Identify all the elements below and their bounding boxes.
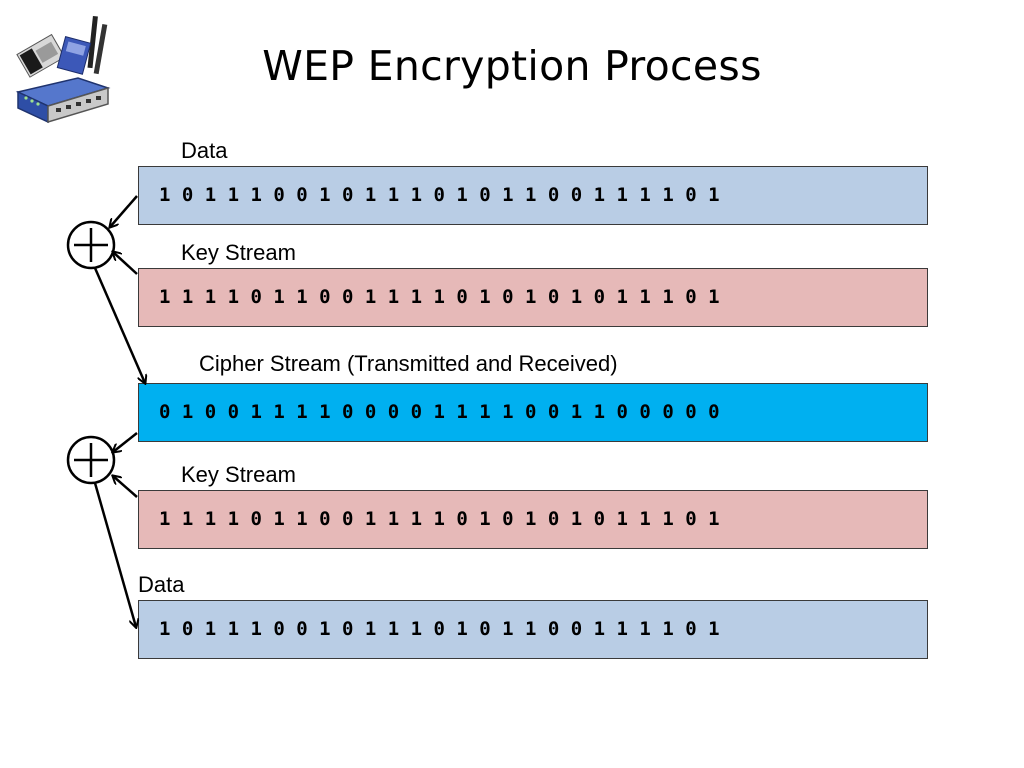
arrow-cipher-to-xor-bottom (113, 432, 138, 452)
cipher-stream-label: Cipher Stream (Transmitted and Received) (199, 351, 618, 376)
data-bottom-bar: 1 0 1 1 1 0 0 1 0 1 1 1 0 1 0 1 1 0 0 1 … (138, 600, 928, 659)
xor-top-icon (66, 220, 116, 270)
data-bottom-label: Data (138, 572, 185, 597)
data-top-label: Data (181, 138, 228, 163)
arrow-key-to-xor-top (113, 252, 138, 275)
cipher-stream-bar: 0 1 0 0 1 1 1 1 0 0 0 0 1 1 1 1 0 0 1 1 … (138, 383, 928, 442)
slide-title: WEP Encryption Process (262, 42, 762, 90)
key-stream-top-bar: 1 1 1 1 0 1 1 0 0 1 1 1 1 0 1 0 1 0 1 0 … (138, 268, 928, 327)
cipher-stream-bits: 0 1 0 0 1 1 1 1 0 0 0 0 1 1 1 1 0 0 1 1 … (159, 401, 720, 423)
xor-bottom-icon (66, 435, 116, 485)
arrow-data-to-xor-top (110, 195, 138, 227)
arrow-xor-bottom-to-data (93, 482, 136, 627)
key-stream-bottom-bar: 1 1 1 1 0 1 1 0 0 1 1 1 1 0 1 0 1 0 1 0 … (138, 490, 928, 549)
arrow-key-to-xor-bottom (113, 476, 138, 498)
key-stream-bottom-label: Key Stream (181, 462, 296, 487)
key-stream-bottom-bits: 1 1 1 1 0 1 1 0 0 1 1 1 1 0 1 0 1 0 1 0 … (159, 508, 720, 530)
key-stream-top-bits: 1 1 1 1 0 1 1 0 0 1 1 1 1 0 1 0 1 0 1 0 … (159, 286, 720, 308)
data-bottom-bits: 1 0 1 1 1 0 0 1 0 1 1 1 0 1 0 1 1 0 0 1 … (159, 618, 720, 640)
data-top-bits: 1 0 1 1 1 0 0 1 0 1 1 1 0 1 0 1 1 0 0 1 … (159, 184, 720, 206)
key-stream-top-label: Key Stream (181, 240, 296, 265)
wireless-router-icon (15, 15, 111, 124)
data-top-bar: 1 0 1 1 1 0 0 1 0 1 1 1 0 1 0 1 1 0 0 1 … (138, 166, 928, 225)
